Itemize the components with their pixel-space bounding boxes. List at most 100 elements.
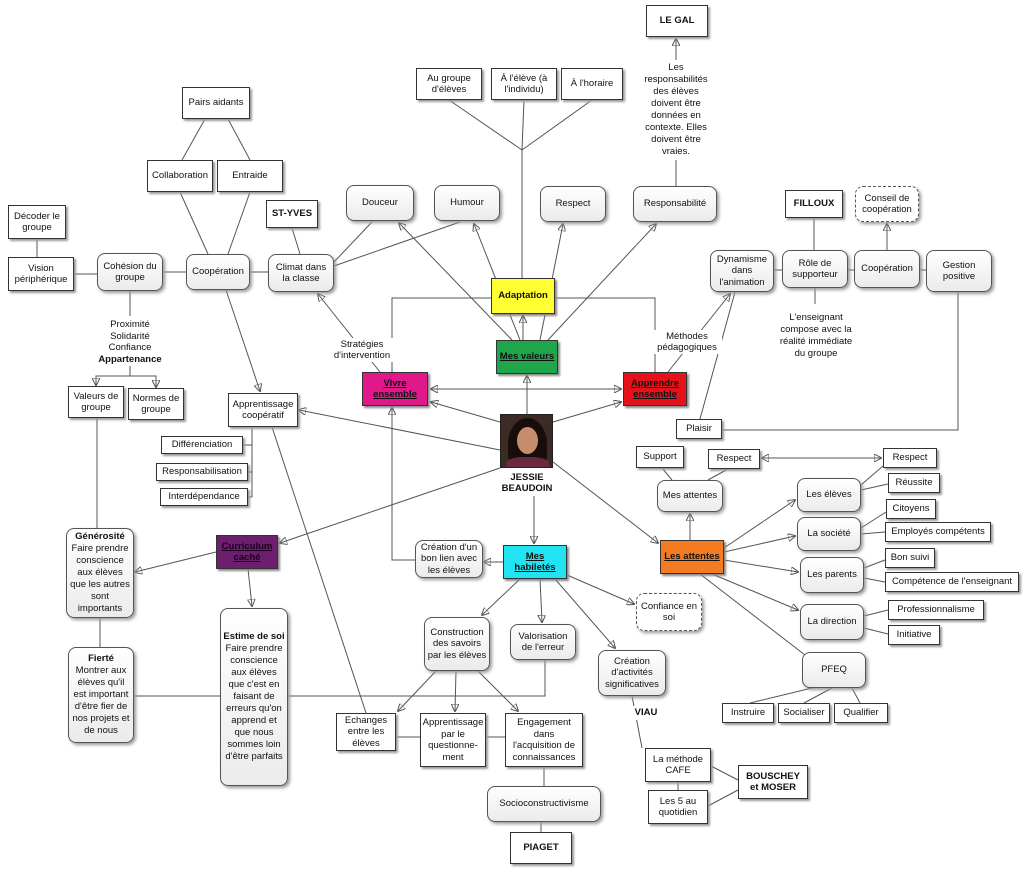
connector-line bbox=[399, 223, 513, 341]
connector-line bbox=[803, 687, 833, 704]
citoyens-node: Citoyens bbox=[886, 499, 936, 519]
respect-valeur-node: Respect bbox=[540, 186, 606, 222]
connector-line bbox=[863, 627, 889, 635]
support-node: Support bbox=[636, 446, 684, 468]
questionnement-node: Apprentissage par le questionne-ment bbox=[420, 713, 486, 767]
connector-line bbox=[477, 670, 518, 711]
connector-line bbox=[699, 291, 736, 420]
a-lhoraire-node: À l'horaire bbox=[561, 68, 623, 100]
solidarite-text: Solidarité bbox=[110, 330, 150, 342]
connector-line bbox=[299, 410, 501, 451]
plaisir-node: Plaisir bbox=[676, 419, 722, 439]
pfeq-node: PFEQ bbox=[802, 652, 866, 688]
mes-attentes-node: Mes attentes bbox=[657, 480, 723, 512]
vision-node: Vision périphérique bbox=[8, 257, 74, 291]
cafe-node: La méthode CAFE bbox=[645, 748, 711, 782]
apprendre-ensemble-node: Apprendre ensemble bbox=[623, 372, 687, 406]
cohesion-list: Proximité Solidarité Confiance Appartena… bbox=[88, 318, 172, 366]
connector-line bbox=[722, 292, 959, 431]
filloux-node: FILLOUX bbox=[785, 190, 843, 218]
les-eleves-node: Les élèves bbox=[797, 478, 861, 512]
fierte-node: Fierté Montrer aux élèves qu'il est impo… bbox=[68, 647, 134, 743]
connector-line bbox=[271, 426, 367, 714]
initiative-node: Initiative bbox=[888, 625, 940, 645]
connector-line bbox=[552, 461, 658, 543]
connector-line bbox=[392, 408, 415, 561]
les-attentes-node: Les attentes bbox=[660, 540, 724, 574]
respect-mid-node: Respect bbox=[708, 449, 760, 469]
connector-line bbox=[860, 483, 889, 491]
bon-lien-node: Création d'un bon lien avec les élèves bbox=[415, 540, 483, 578]
climat-node: Climat dans la classe bbox=[268, 254, 334, 292]
connector-line bbox=[455, 670, 456, 711]
connector-line bbox=[851, 687, 861, 704]
connector-line bbox=[540, 578, 542, 622]
connector-line bbox=[130, 375, 156, 387]
echanges-node: Echanges entre les élèves bbox=[336, 713, 396, 751]
generosite-node: Générosité Faire prendre conscience aux … bbox=[66, 528, 134, 618]
professionnalisme-node: Professionnalisme bbox=[888, 600, 984, 620]
adaptation-node: Adaptation bbox=[491, 278, 555, 314]
mes-valeurs-node: Mes valeurs bbox=[496, 340, 558, 374]
interdependance-node: Interdépendance bbox=[160, 488, 248, 506]
connector-line bbox=[552, 402, 621, 423]
instruire-node: Instruire bbox=[722, 703, 774, 723]
connector-line bbox=[710, 765, 739, 781]
le-gal-note: Les responsabilités des élèves doivent ê… bbox=[637, 61, 715, 159]
generosite-title: Générosité bbox=[75, 531, 125, 542]
connector-line bbox=[860, 531, 886, 535]
connector-line bbox=[863, 559, 886, 569]
connector-line bbox=[521, 99, 525, 151]
apprentissage-coop-node: Apprentissage coopératif bbox=[228, 393, 298, 427]
au-groupe-node: Au groupe d'élèves bbox=[416, 68, 482, 100]
socialiser-node: Socialiser bbox=[778, 703, 830, 723]
portrait-photo bbox=[500, 414, 553, 468]
bon-suivi-node: Bon suivi bbox=[885, 548, 935, 568]
connector-line bbox=[860, 511, 887, 529]
pairs-aidants-node: Pairs aidants bbox=[182, 87, 250, 119]
connector-line bbox=[179, 191, 209, 255]
connector-line bbox=[181, 118, 206, 161]
a-leleve-node: À l'élève (à l'individu) bbox=[491, 68, 557, 100]
cinq-quotidien-node: Les 5 au quotidien bbox=[648, 790, 708, 824]
responsabilisation-node: Responsabilisation bbox=[156, 463, 248, 481]
connector-line bbox=[482, 578, 521, 615]
connector-line bbox=[749, 687, 813, 704]
connector-line bbox=[96, 366, 131, 385]
appartenance-text: Appartenance bbox=[98, 353, 162, 365]
differenciation-node: Différenciation bbox=[161, 436, 243, 454]
connector-line bbox=[391, 297, 491, 372]
connector-line bbox=[863, 609, 889, 617]
st-yves-node: ST-YVES bbox=[266, 200, 318, 228]
connector-line bbox=[431, 402, 501, 423]
connector-line bbox=[566, 574, 634, 604]
connector-line bbox=[723, 559, 798, 572]
viau-label: VIAU bbox=[632, 706, 660, 720]
humour-node: Humour bbox=[434, 185, 500, 221]
construction-node: Construction des savoirs par les élèves bbox=[424, 617, 490, 671]
connector-line bbox=[248, 568, 252, 606]
confiance-soi-node: Confiance en soi bbox=[636, 593, 702, 631]
respect-right-node: Respect bbox=[883, 448, 937, 468]
la-societe-node: La société bbox=[797, 517, 861, 551]
proximite-text: Proximité bbox=[110, 319, 150, 330]
curriculum-cache-node: Curriculum caché bbox=[216, 535, 278, 569]
connector-line bbox=[723, 536, 795, 553]
connector-line bbox=[333, 221, 373, 263]
connector-line bbox=[707, 789, 739, 807]
connector-line bbox=[860, 465, 884, 486]
estime-body: Faire prendre conscience aux élèves que … bbox=[225, 643, 283, 762]
role-supporteur-node: Rôle de supporteur bbox=[782, 250, 848, 288]
enseignant-note: L'enseignant compose avec la réalité imm… bbox=[779, 305, 853, 367]
connector-line bbox=[398, 670, 437, 711]
qualifier-node: Qualifier bbox=[834, 703, 888, 723]
estime-node: Estime de soi Faire prendre conscience a… bbox=[220, 608, 288, 786]
connector-line bbox=[863, 577, 886, 583]
collaboration-node: Collaboration bbox=[147, 160, 213, 192]
valeurs-groupe-node: Valeurs de groupe bbox=[68, 386, 124, 418]
entraide-node: Entraide bbox=[217, 160, 283, 192]
engagement-node: Engagement dans l'acquisition de connais… bbox=[505, 713, 583, 767]
connector-line bbox=[333, 221, 461, 267]
connector-line bbox=[711, 573, 798, 610]
